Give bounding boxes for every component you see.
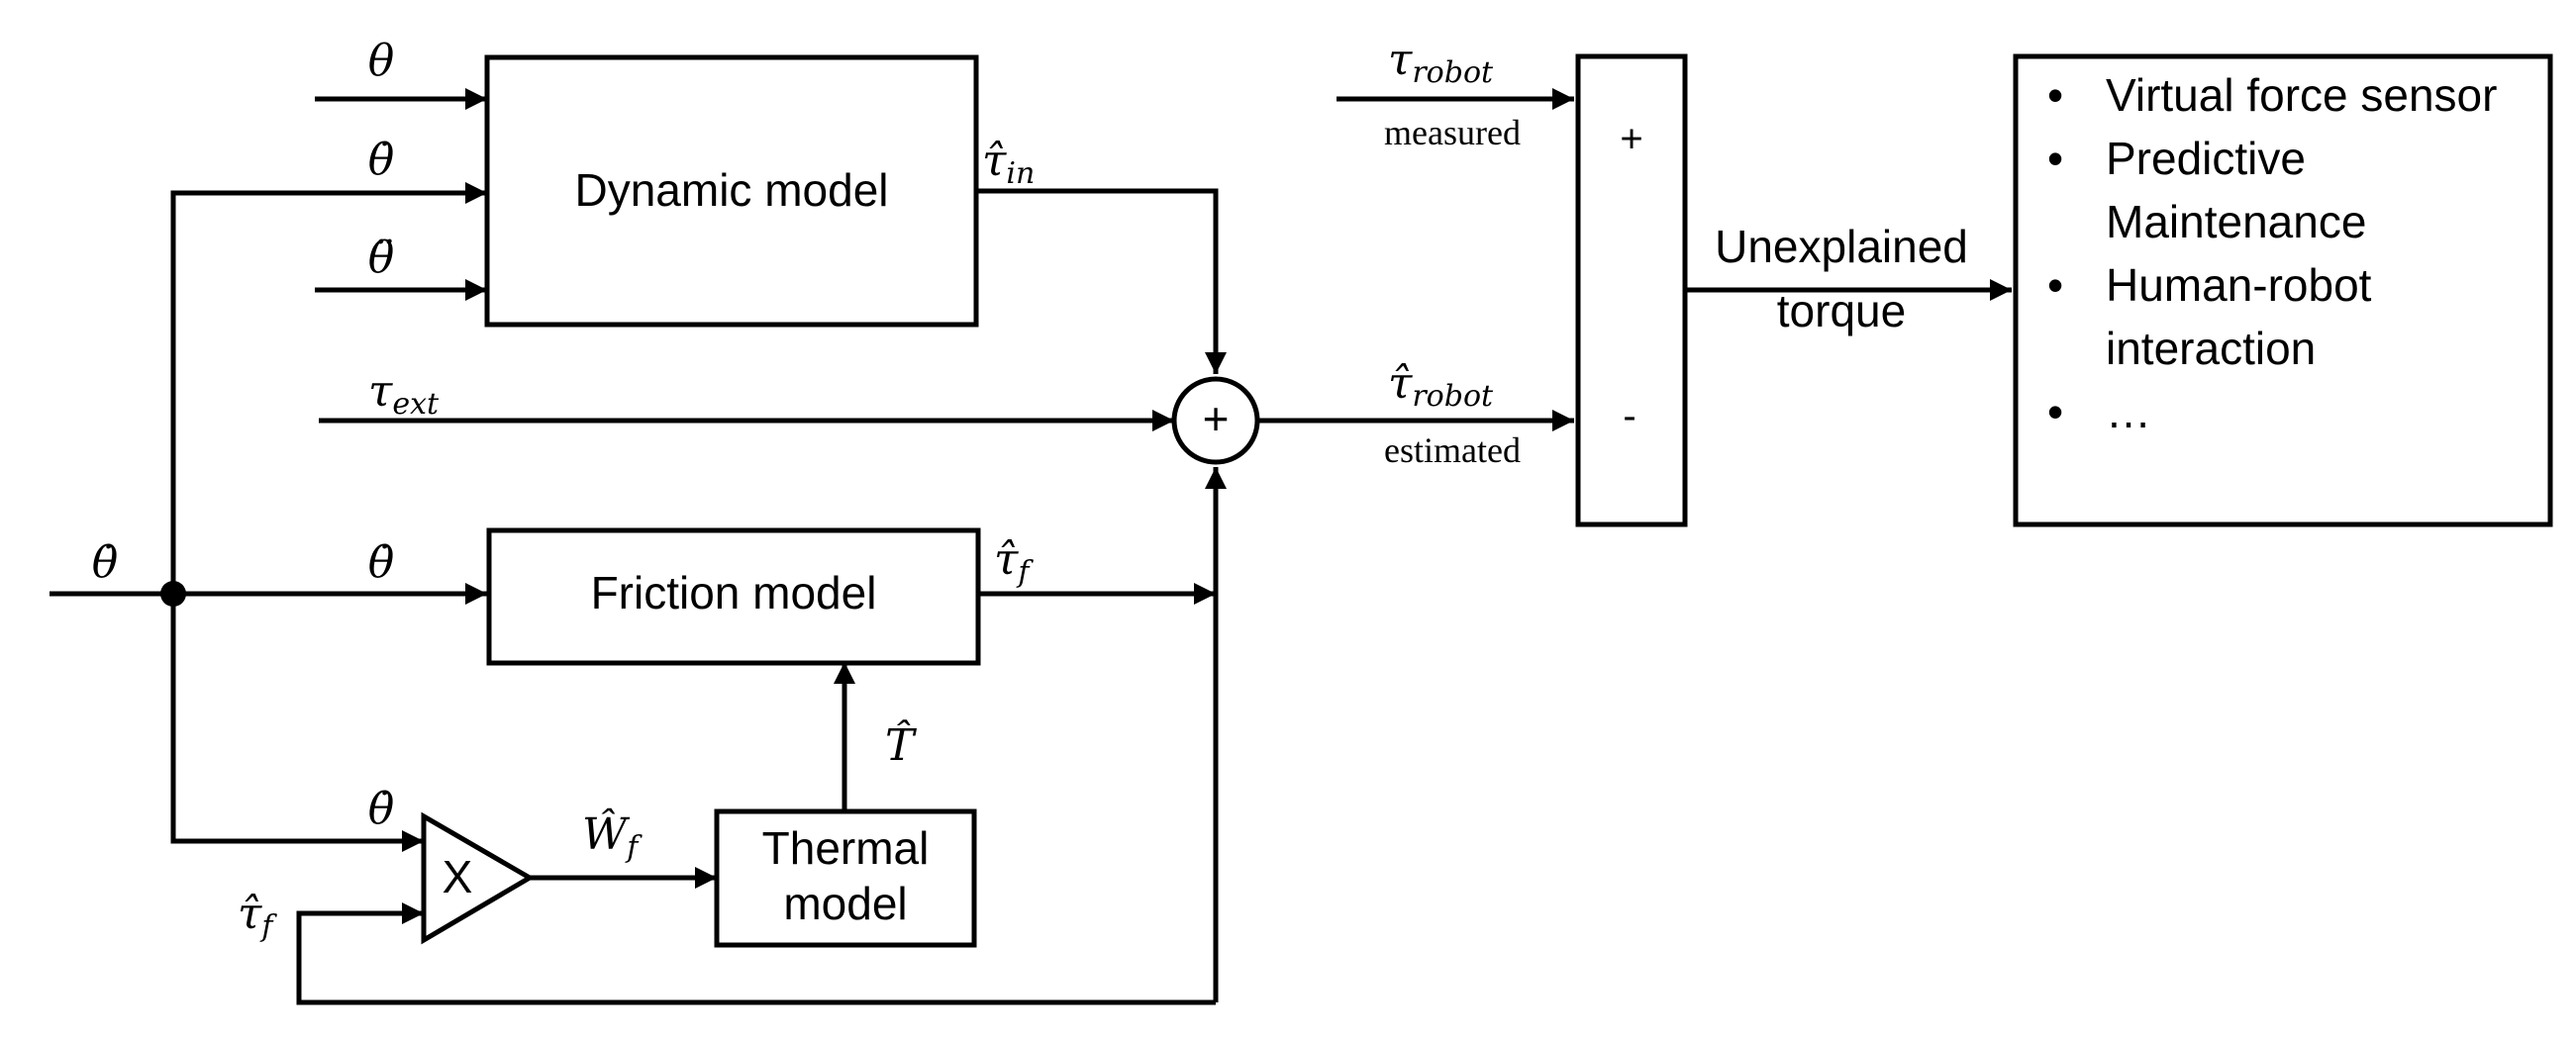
theta-dot-input-label: θ̇ [92,537,119,588]
multiplier-triangle [421,811,535,945]
multiplier-label: X [443,851,473,902]
theta-dot-to-dynamic-arrow [170,181,487,594]
theta-dot-to-multiplier-arrow [170,594,424,853]
theta-ddot-label: θ̈ [368,233,395,283]
application-bullet: • [2047,259,2063,311]
tau-hat-f-label-friction: τ̂f [994,534,1034,590]
measured-annotation: measured [1384,113,1521,152]
comparator-block: + - [1575,53,1688,527]
applications-box: • Virtual force sensor • PredictiveMaintena… [2013,53,2553,527]
theta-dot-label-multiplier: θ̇ [368,784,395,834]
thermal-model-label-line1: Thermal [762,822,930,874]
application-item-text: Virtual force sensor [2106,69,2497,121]
friction-model-box [486,527,981,666]
tau-robot-measured-label: τrobot [1388,35,1494,90]
theta-dot-label-friction: θ̇ [368,537,395,588]
multiplier-block: X [421,811,535,945]
summing-junction-circle [1171,376,1260,465]
tau-robot-estimated-label: τ̂robot [1388,358,1494,414]
dynamic-model-block: Dynamic model [484,54,979,328]
signal-wires [50,87,2012,1005]
application-item-text: Predictive [2106,133,2306,184]
application-item-text: Human-robot [2106,259,2372,311]
thermal-model-block: Thermal model [714,808,977,948]
estimated-annotation: estimated [1384,430,1521,470]
theta-label: θ [368,36,395,86]
comparator-plus-sign: + [1620,118,1642,161]
comparator-box [1575,53,1688,527]
thermal-model-box [714,808,977,948]
dynamic-model-box [484,54,979,328]
application-bullet: • [2047,386,2063,437]
unexplained-torque-label-line2: torque [1777,285,1906,336]
tau-hat-in-label: τ̂in [982,136,1035,191]
temperature-hat-label: T̂ [885,718,918,771]
application-bullet: • [2047,69,2063,121]
applications-list: • Virtual force sensor • PredictiveMaintena… [2047,69,2497,437]
tau-hat-f-label-feedback: τ̂f [238,889,277,944]
theta-dot-label-dynamic: θ̇ [368,135,395,185]
branch-junction-dot [160,581,186,607]
thermal-model-label-line2: model [783,878,907,929]
application-bullet: • [2047,133,2063,184]
friction-model-label: Friction model [591,567,877,618]
tau-ext-label: τext [368,366,440,422]
dynamic-model-label: Dynamic model [575,164,889,216]
unexplained-torque-label-line1: Unexplained [1715,221,1968,272]
signal-labels: θ θ̇ θ̈ τ̂in τext θ̇ θ̇ τ̂f T̂ θ̇ τ̂f Ŵf… [92,35,1968,944]
application-item-text: … [2106,386,2151,437]
application-item-text: interaction [2106,323,2316,374]
application-item-text: Maintenance [2106,196,2366,247]
comparator-minus-sign: - [1623,395,1635,438]
tau-in-to-sum-arrow [978,188,1228,374]
summing-junction: + [1171,376,1260,465]
applications-frame [2013,53,2553,527]
friction-model-block: Friction model [486,527,981,666]
power-hat-label: Ŵf [582,807,643,865]
summing-junction-plus: + [1203,393,1230,444]
tau-f-feedback-to-multiplier-arrow [296,901,1216,1005]
